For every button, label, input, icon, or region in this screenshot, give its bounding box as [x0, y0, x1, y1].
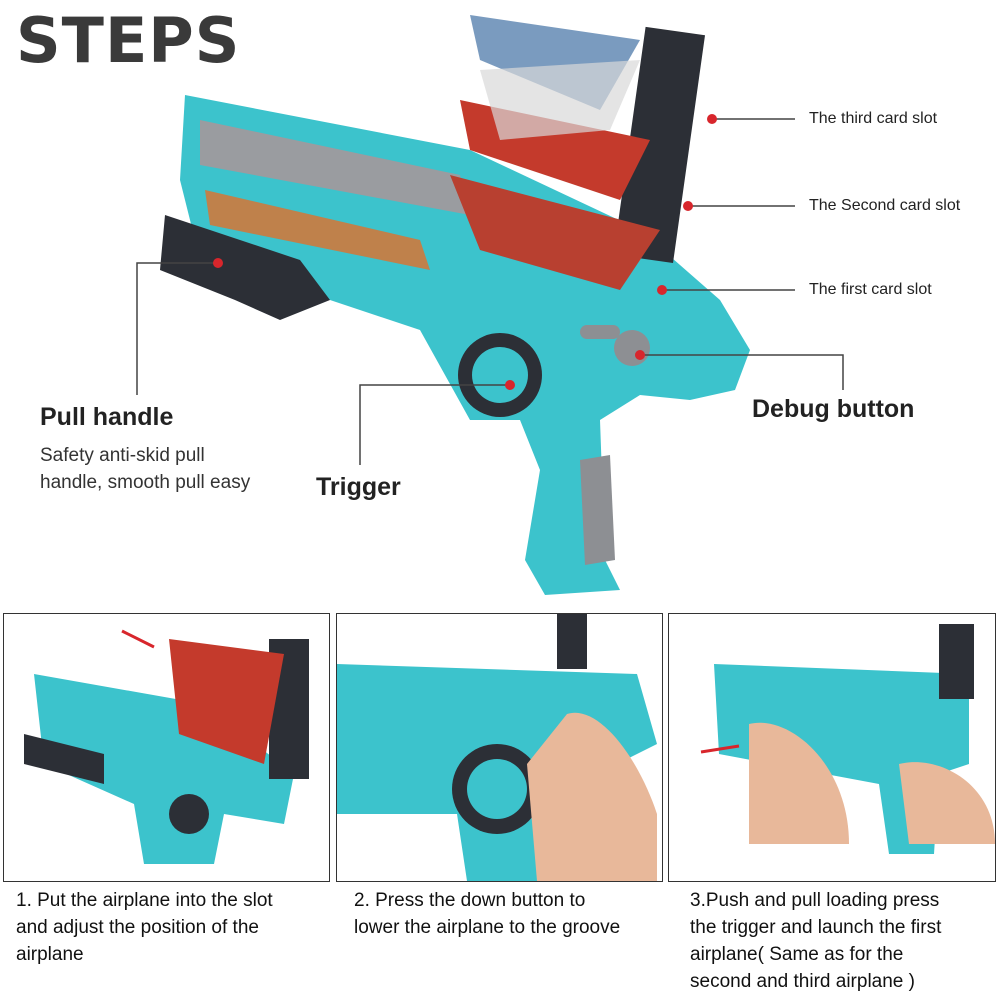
step-2-image — [336, 613, 663, 882]
step-3-line-1: 3.Push and pull loading press — [690, 890, 940, 911]
step-3-line-4: second and third airplane ) — [690, 971, 915, 992]
step-3-line-2: the trigger and launch the first — [690, 917, 942, 938]
second-slot-label: The Second card slot — [809, 197, 961, 214]
pull-handle-shape — [160, 215, 330, 320]
step-2-line-2: lower the airplane to the groove — [354, 917, 621, 938]
step-1-line-3: airplane — [16, 944, 84, 965]
first-slot-label: The first card slot — [809, 281, 932, 298]
step-2-line-1: 2. Press the down button to — [354, 890, 586, 911]
callout-lines — [136, 118, 844, 465]
step-3-line-3: airplane( Same as for the — [690, 944, 904, 965]
step-1-image — [3, 613, 330, 882]
step-3-image — [668, 613, 996, 882]
step-3-caption: 3.Push and pull loading press the trigge… — [690, 887, 1000, 995]
pull-handle-desc-2: handle, smooth pull easy — [40, 472, 251, 493]
pull-handle-label: Pull handle — [40, 403, 174, 431]
step-2-caption: 2. Press the down button to lower the ai… — [354, 887, 664, 941]
airplane-cards — [450, 15, 660, 290]
callout-dots — [213, 114, 717, 390]
step-1-line-1: 1. Put the airplane into the slot — [16, 890, 273, 911]
third-slot-label: The third card slot — [809, 110, 938, 127]
step-1-caption: 1. Put the airplane into the slot and ad… — [16, 887, 331, 968]
toy-gun-illustration — [136, 15, 844, 595]
pull-handle-desc-1: Safety anti-skid pull — [40, 445, 205, 466]
page-title: STEPS — [16, 4, 241, 77]
card-slot-tower — [613, 26, 706, 264]
step-1-line-2: and adjust the position of the — [16, 917, 259, 938]
trigger-label: Trigger — [316, 473, 401, 501]
debug-button-label: Debug button — [752, 395, 915, 423]
